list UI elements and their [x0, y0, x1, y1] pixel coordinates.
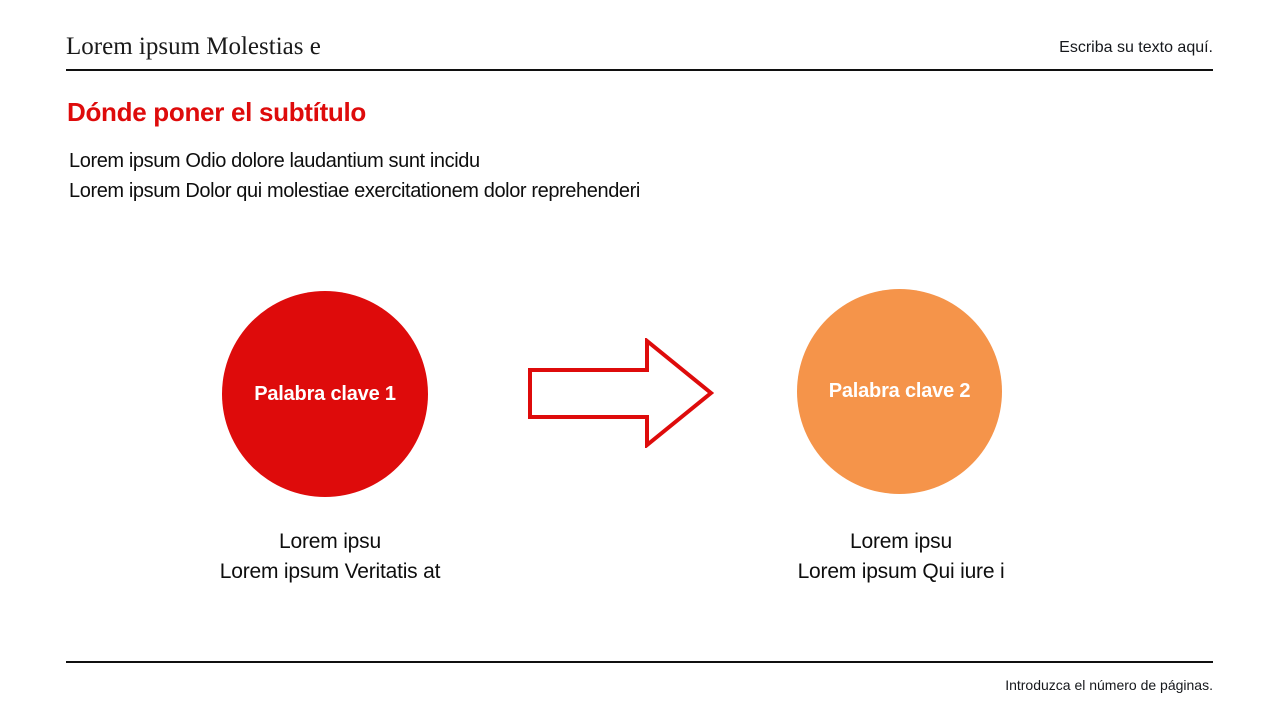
- keyword-circle-2-label: Palabra clave 2: [828, 380, 971, 402]
- footer-divider: [66, 661, 1213, 663]
- slide-title: Lorem ipsum Molestias e: [66, 33, 321, 60]
- body-text-block: Lorem ipsum Odio dolore laudantium sunt …: [69, 146, 640, 206]
- keyword-caption-2: Lorem ipsu Lorem ipsum Qui iure i: [701, 527, 1101, 587]
- page-number-placeholder[interactable]: Introduzca el número de páginas.: [1005, 677, 1213, 693]
- header-text-placeholder[interactable]: Escriba su texto aquí.: [1059, 39, 1213, 56]
- caption-line: Lorem ipsu: [279, 530, 381, 553]
- caption-line: Lorem ipsu: [850, 530, 952, 553]
- keyword-caption-1: Lorem ipsu Lorem ipsum Veritatis at: [130, 527, 530, 587]
- arrow-right-icon: [528, 338, 714, 448]
- slide-subtitle: Dónde poner el subtítulo: [67, 97, 367, 127]
- body-line: Lorem ipsum Odio dolore laudantium sunt …: [69, 150, 480, 172]
- keyword-circle-2: Palabra clave 2: [797, 289, 1002, 494]
- caption-line: Lorem ipsum Qui iure i: [797, 560, 1005, 583]
- body-line: Lorem ipsum Dolor qui molestiae exercita…: [69, 180, 640, 202]
- header-divider: [66, 69, 1213, 71]
- arrow-right-shape: [528, 338, 714, 448]
- caption-line: Lorem ipsum Veritatis at: [219, 560, 441, 583]
- keyword-circle-1: Palabra clave 1: [222, 291, 428, 497]
- keyword-circle-1-label: Palabra clave 1: [254, 382, 396, 405]
